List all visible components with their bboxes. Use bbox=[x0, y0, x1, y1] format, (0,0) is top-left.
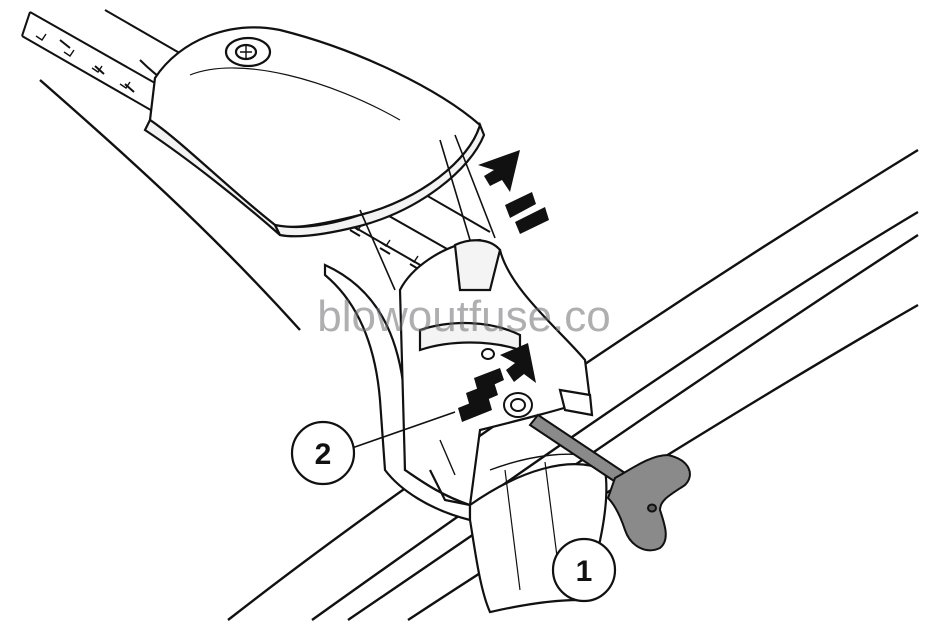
callout-2-label: 2 bbox=[315, 438, 332, 471]
rack-cover bbox=[143, 26, 486, 238]
lift-arrow bbox=[478, 150, 549, 234]
cover-guides bbox=[359, 134, 496, 291]
push-arrow bbox=[458, 343, 536, 422]
tightening-bolt bbox=[481, 348, 533, 418]
callout-2-leader bbox=[351, 411, 456, 449]
rail-line bbox=[347, 233, 919, 621]
callout-1-label: 1 bbox=[576, 555, 593, 588]
callout-2: 2 bbox=[290, 411, 456, 486]
callout-2-circle bbox=[290, 420, 356, 486]
rail-line bbox=[311, 210, 919, 621]
callout-1-circle bbox=[551, 537, 617, 603]
hex-key-tool bbox=[528, 413, 691, 552]
watermark: blowoutfuse.co bbox=[317, 292, 611, 341]
rail-line bbox=[39, 79, 301, 331]
callout-1: 1 bbox=[551, 537, 617, 603]
